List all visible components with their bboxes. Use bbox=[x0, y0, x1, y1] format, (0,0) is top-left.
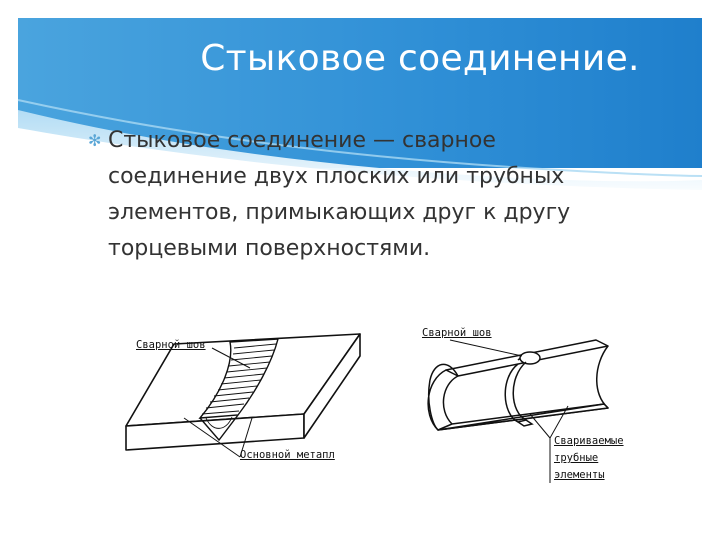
figure-butt-pipe: Сварной шов Свариваемые трубные элементы bbox=[418, 318, 640, 488]
bullet-line-2: соединение двух плоских или трубных bbox=[108, 164, 565, 189]
label-weld-seam: Сварной шов bbox=[136, 339, 206, 351]
bullet-line-4: торцевыми поверхностями. bbox=[108, 236, 431, 261]
figure-butt-plate: Сварной шов Основной метапл bbox=[122, 322, 362, 468]
bullet-line-3: элементов, примыкающих друг к другу bbox=[108, 200, 571, 225]
label-pipe-elements-1: Свариваемые bbox=[554, 435, 624, 447]
label-pipe-elements-3: элементы bbox=[554, 469, 605, 481]
bullet-line-1: Стыковое соединение — сварное bbox=[108, 128, 496, 153]
asterisk-bullet-icon: ✻ bbox=[88, 131, 102, 150]
butt-weld-pipe-drawing bbox=[427, 339, 609, 483]
label-pipe-weld-seam: Сварной шов bbox=[422, 327, 492, 339]
label-pipe-elements-2: трубные bbox=[554, 452, 599, 464]
bullet-paragraph: ✻ Стыковое соединение — сварное соединен… bbox=[88, 123, 628, 267]
slide-title: Стыковое соединение. bbox=[200, 38, 640, 79]
label-base-metal: Основной метапл bbox=[240, 449, 335, 461]
header-wave-background bbox=[17, 18, 703, 200]
butt-weld-plate-drawing bbox=[125, 333, 361, 458]
